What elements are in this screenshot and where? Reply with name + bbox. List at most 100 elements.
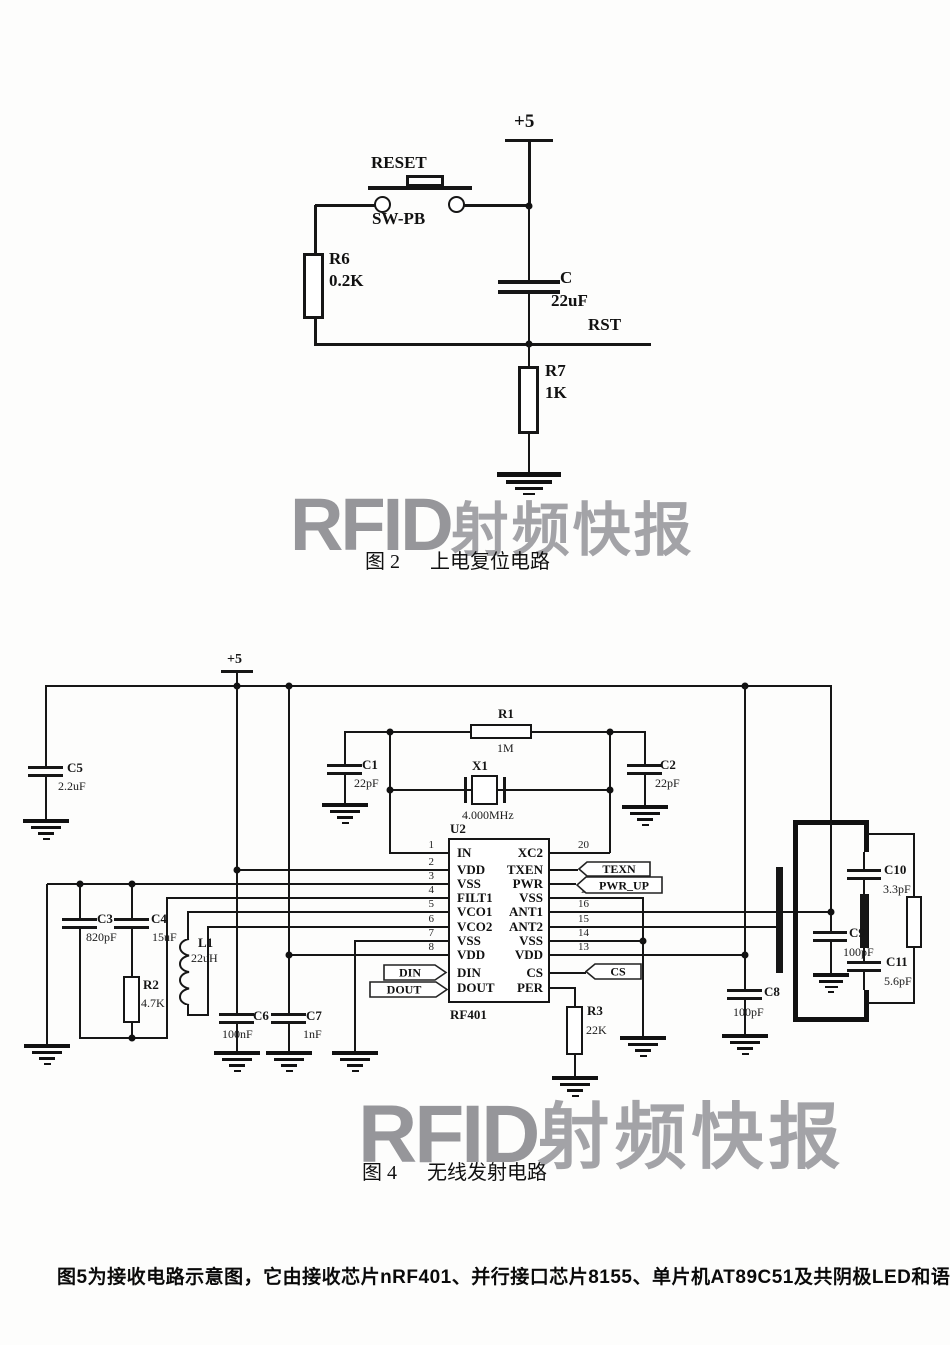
ground-symbol bbox=[266, 1051, 312, 1072]
wire bbox=[344, 775, 346, 803]
figure4-caption-title: 无线发射电路 bbox=[427, 1162, 547, 1184]
c6-value: 100nF bbox=[222, 1027, 253, 1041]
pin-number: 2 bbox=[428, 856, 435, 868]
wire bbox=[389, 852, 449, 854]
wire bbox=[528, 206, 530, 280]
r6-ref: R6 bbox=[329, 249, 350, 268]
wire bbox=[528, 293, 530, 345]
wire bbox=[187, 1005, 189, 1016]
c3-value: 820pF bbox=[86, 930, 117, 944]
reset-label: RESET bbox=[371, 153, 427, 172]
wire bbox=[550, 852, 610, 854]
ground-symbol bbox=[622, 805, 668, 826]
figure2-caption: 图 2 上电复位电路 bbox=[365, 545, 550, 574]
junction-dot bbox=[233, 866, 241, 874]
wire bbox=[288, 954, 448, 956]
capacitor-plate bbox=[847, 961, 881, 964]
wire bbox=[505, 139, 553, 142]
chip-pin-name: VSS bbox=[519, 933, 543, 948]
r2-ref: R2 bbox=[143, 977, 159, 992]
ground-symbol bbox=[23, 819, 69, 840]
junction-dot bbox=[606, 728, 614, 736]
body-paragraph: 图5为接收电路示意图，它由接收芯片nRF401、并行接口芯片8155、单片机AT… bbox=[57, 1267, 950, 1288]
ground-symbol bbox=[813, 973, 849, 993]
capacitor-plate bbox=[727, 989, 762, 992]
matching-element bbox=[906, 896, 922, 948]
chip-pin-name: VCO2 bbox=[457, 919, 493, 934]
chip-rf401 bbox=[448, 838, 550, 1003]
capacitor-plate bbox=[271, 1013, 306, 1016]
wire bbox=[187, 912, 189, 939]
l1-ref: L1 bbox=[198, 935, 214, 950]
wire bbox=[867, 1002, 915, 1004]
c5-ref: C5 bbox=[67, 760, 83, 775]
r2-value: 4.7K bbox=[141, 996, 165, 1010]
wire bbox=[550, 987, 576, 989]
wire bbox=[344, 732, 346, 764]
capacitor-plate bbox=[727, 997, 762, 1000]
plus5-label: +5 bbox=[514, 111, 535, 132]
c8-ref: C8 bbox=[764, 984, 780, 999]
capacitor-plate bbox=[114, 918, 149, 921]
wire bbox=[236, 686, 238, 1013]
wire bbox=[863, 852, 865, 869]
watermark-cjk: 射频快报 bbox=[537, 1098, 846, 1178]
capacitor-plate bbox=[847, 877, 881, 880]
c9-value: 100pF bbox=[843, 945, 874, 959]
c11-value: 5.6pF bbox=[884, 974, 912, 988]
c8-value: 100pF bbox=[733, 1005, 764, 1019]
wire bbox=[354, 941, 356, 1051]
pin-number: 20 bbox=[578, 839, 589, 851]
chip-pin-name: ANT1 bbox=[509, 904, 543, 919]
wire bbox=[550, 972, 586, 974]
chip-pin-name: XC2 bbox=[517, 845, 543, 860]
junction-dot bbox=[285, 951, 293, 959]
ground-symbol bbox=[214, 1051, 260, 1072]
plus5-label: +5 bbox=[227, 652, 242, 667]
pin-number: 8 bbox=[428, 941, 435, 953]
junction-dot bbox=[128, 880, 136, 888]
capacitor-plate bbox=[62, 926, 97, 929]
pin-number: 3 bbox=[428, 870, 435, 882]
c1-ref: C1 bbox=[362, 757, 378, 772]
c4-ref: C4 bbox=[151, 911, 167, 926]
r7-ref: R7 bbox=[545, 361, 566, 380]
wire bbox=[744, 1000, 746, 1034]
din-flag: DIN bbox=[383, 964, 448, 981]
r3-value: 22K bbox=[586, 1023, 607, 1037]
switch-contact bbox=[374, 196, 391, 213]
figure2-caption-title: 上电复位电路 bbox=[430, 551, 550, 573]
wire bbox=[550, 883, 576, 885]
c-value: 22uF bbox=[551, 291, 588, 310]
capacitor-plate bbox=[28, 774, 63, 777]
ground-symbol bbox=[24, 1044, 70, 1065]
pin-number: 7 bbox=[428, 927, 435, 939]
wire bbox=[221, 670, 253, 673]
chip-ref: U2 bbox=[450, 821, 466, 836]
wire bbox=[314, 343, 651, 346]
power-rail bbox=[45, 685, 832, 687]
wire bbox=[288, 686, 290, 1013]
chip-pin-name: CS bbox=[526, 965, 543, 980]
wire bbox=[642, 897, 644, 1036]
wire bbox=[236, 672, 238, 687]
wire bbox=[830, 686, 832, 931]
wire bbox=[79, 885, 81, 918]
c1-value: 22pF bbox=[354, 776, 379, 790]
capacitor-plate bbox=[219, 1013, 254, 1016]
c5-value: 2.2uF bbox=[58, 779, 86, 793]
crystal-plate bbox=[464, 777, 467, 803]
pwr-up-label: PWR_UP bbox=[599, 879, 649, 893]
wire bbox=[79, 929, 81, 1038]
wire bbox=[354, 940, 448, 942]
wire bbox=[236, 869, 448, 871]
din-label: DIN bbox=[399, 966, 421, 980]
wire bbox=[315, 204, 377, 207]
antenna-inner-bar bbox=[776, 867, 783, 973]
chip-pin-name: VSS bbox=[457, 876, 481, 891]
antenna-feed-bar bbox=[860, 894, 868, 948]
r7-value: 1K bbox=[545, 383, 567, 402]
ground-symbol bbox=[497, 472, 561, 495]
wire bbox=[47, 883, 448, 885]
c3-ref: C3 bbox=[97, 911, 113, 926]
